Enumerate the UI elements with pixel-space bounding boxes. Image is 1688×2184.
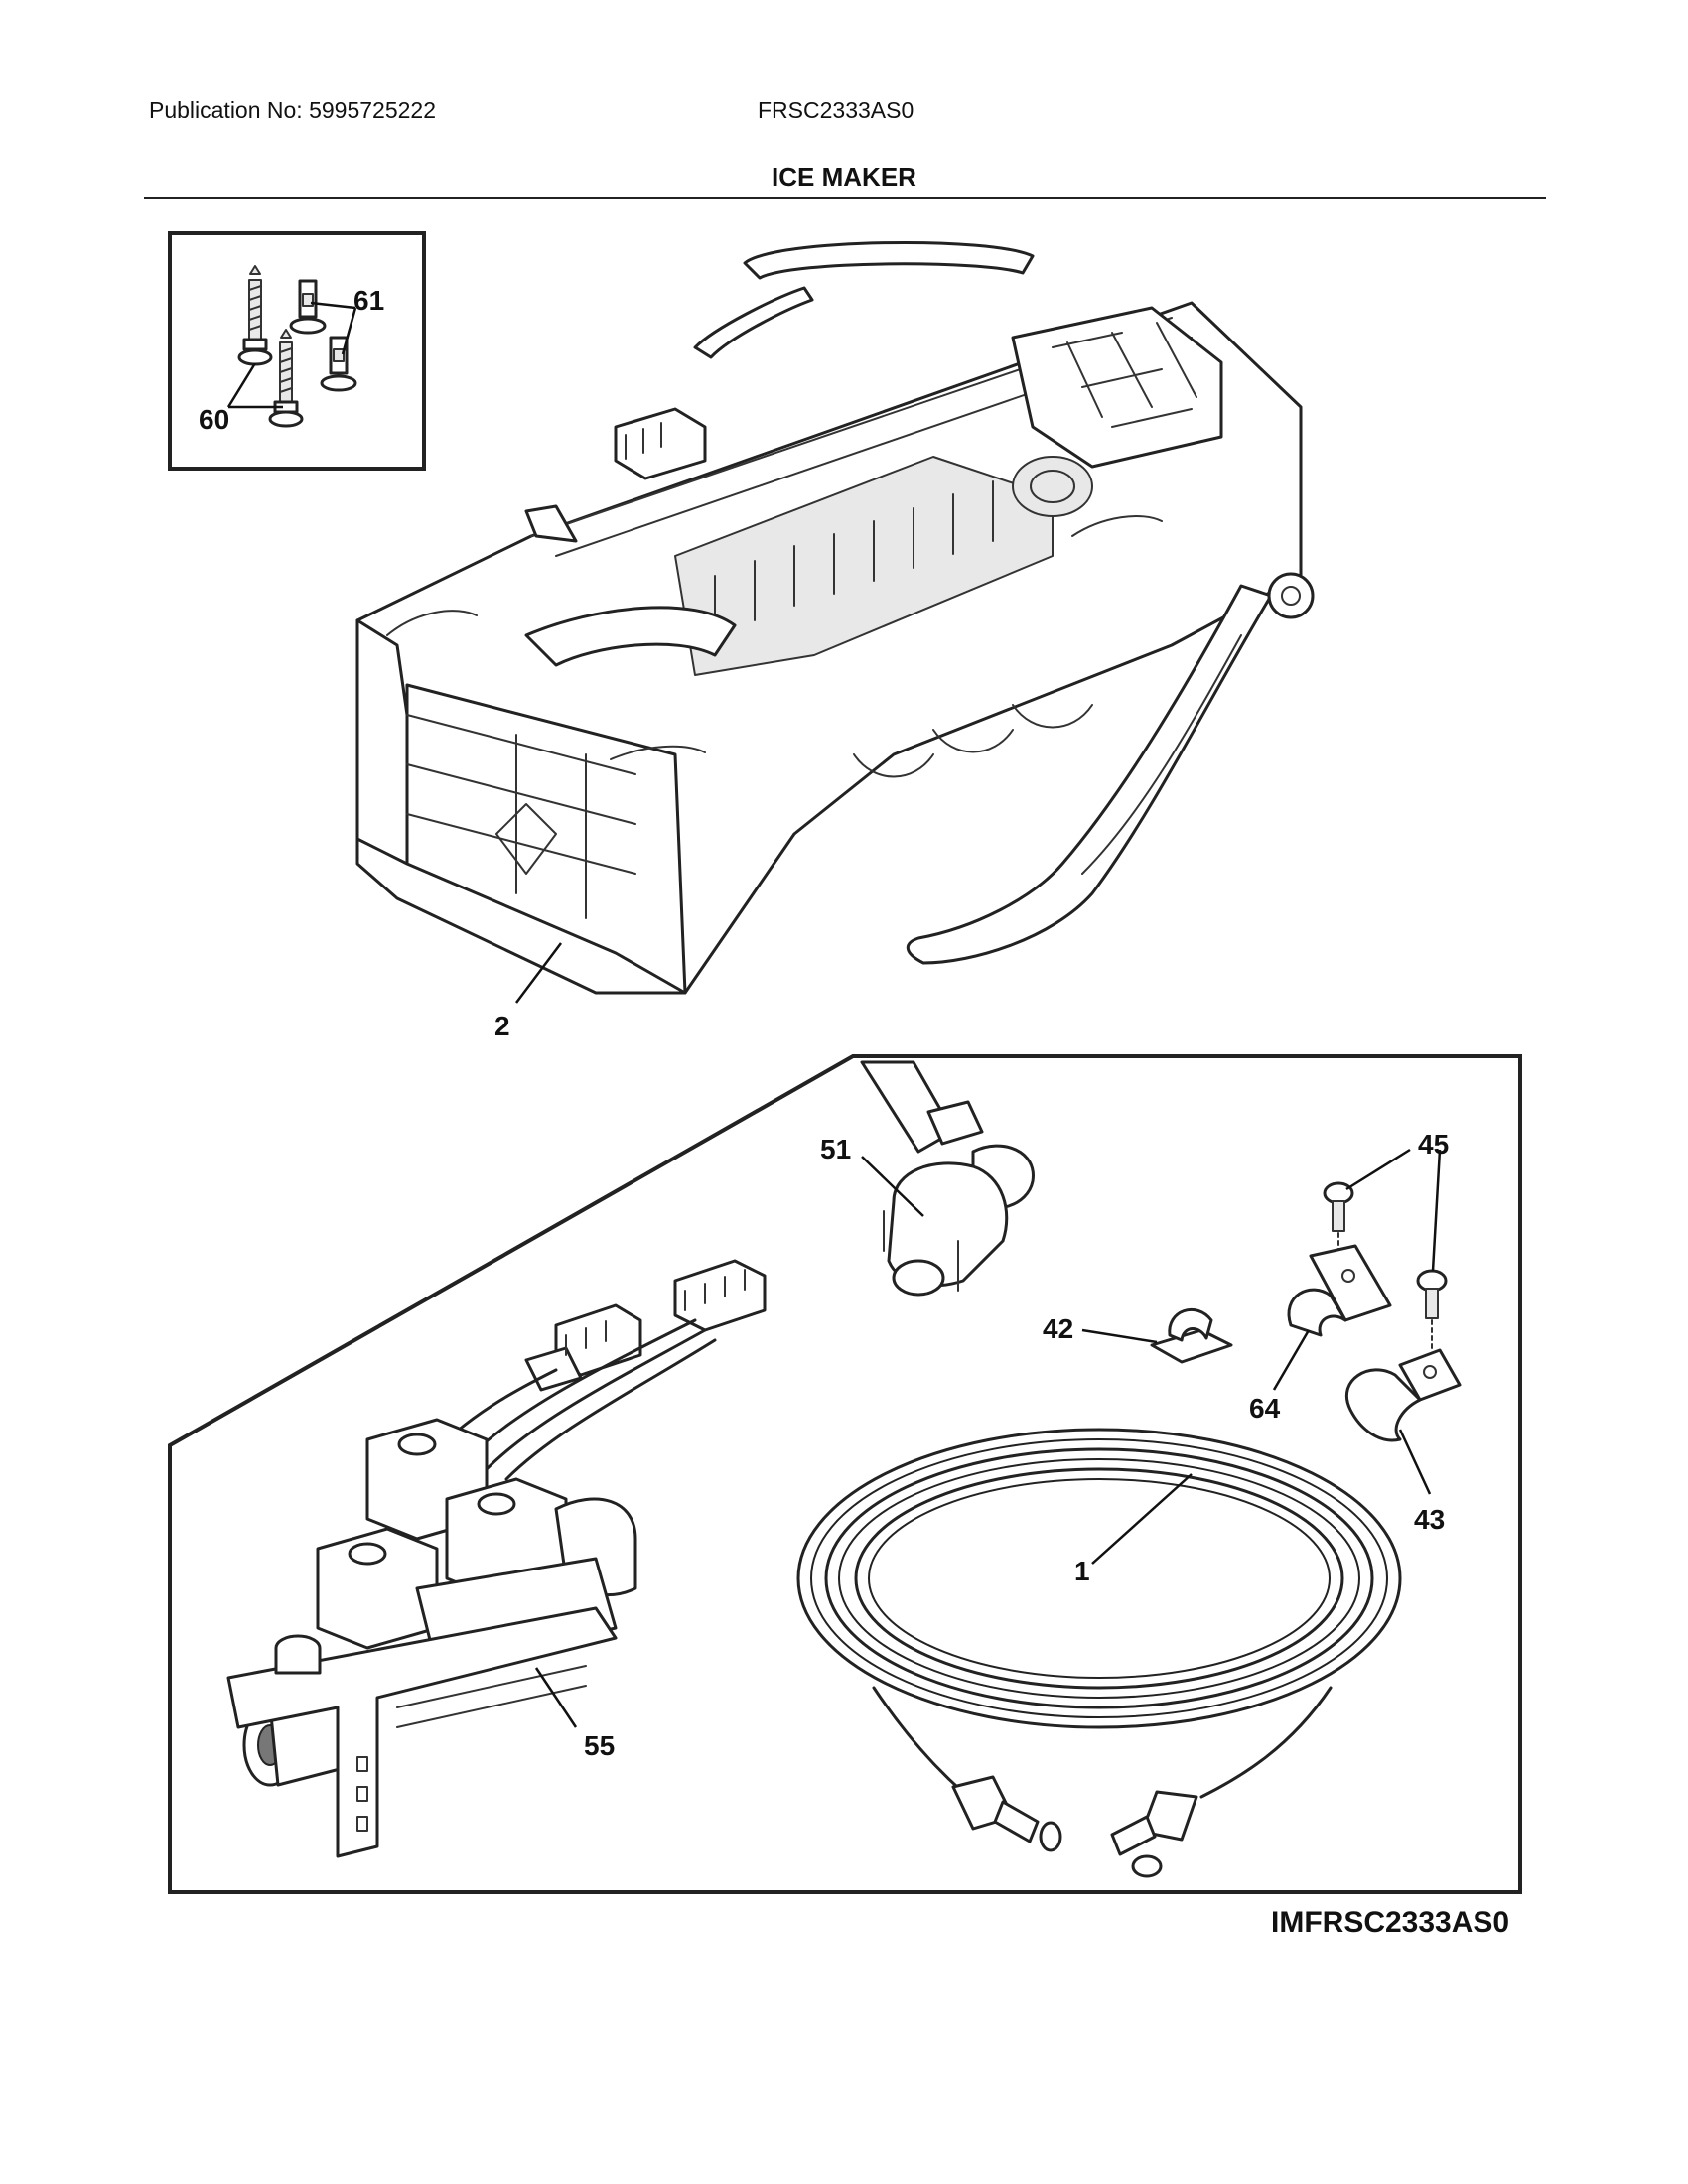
- leader-2: [515, 942, 562, 1004]
- leader-42: [1081, 1328, 1158, 1344]
- clip-icon: [1150, 1307, 1233, 1364]
- ice-maker-icon: [355, 240, 1315, 995]
- diagram-code: IMFRSC2333AS0: [1271, 1906, 1510, 1939]
- screw-icon: [268, 329, 304, 428]
- leader-51: [861, 1156, 924, 1217]
- publication-number: Publication No: 5995725222: [149, 97, 437, 123]
- fill-tube-icon: [860, 1060, 1035, 1297]
- callout-51: 51: [820, 1134, 851, 1164]
- callout-43: 43: [1414, 1504, 1445, 1535]
- clamp-icon: [1344, 1348, 1462, 1442]
- screw-icon: [1323, 1181, 1354, 1254]
- parts-box: [168, 1054, 1522, 1894]
- clamp-icon: [1287, 1244, 1392, 1337]
- screw-icon: [1416, 1269, 1448, 1351]
- leader-64: [1272, 1329, 1311, 1391]
- screw-icon: [320, 336, 357, 392]
- leader-45: [1345, 1148, 1442, 1272]
- screw-icon: [237, 265, 273, 366]
- callout-42: 42: [1043, 1313, 1073, 1344]
- screw-icon: [289, 279, 327, 335]
- callout-45: 45: [1418, 1129, 1449, 1160]
- leader-61: [310, 301, 357, 355]
- screw-inset-box: [168, 231, 426, 471]
- callout-1: 1: [1074, 1556, 1090, 1586]
- callout-64: 64: [1249, 1393, 1281, 1424]
- callout-61: 61: [353, 285, 384, 316]
- water-valve-icon: [226, 1259, 767, 1858]
- leader-55: [534, 1667, 578, 1728]
- model-number: FRSC2333AS0: [758, 97, 914, 123]
- callout-55: 55: [584, 1730, 615, 1761]
- header-rule: [144, 197, 1546, 199]
- callout-60: 60: [199, 404, 229, 435]
- leader-43: [1398, 1429, 1432, 1495]
- tubing-icon: [796, 1428, 1402, 1878]
- leader-1: [1091, 1473, 1193, 1565]
- callout-2: 2: [494, 1011, 510, 1041]
- leader-60: [226, 362, 283, 409]
- section-title: ICE MAKER: [772, 162, 916, 192]
